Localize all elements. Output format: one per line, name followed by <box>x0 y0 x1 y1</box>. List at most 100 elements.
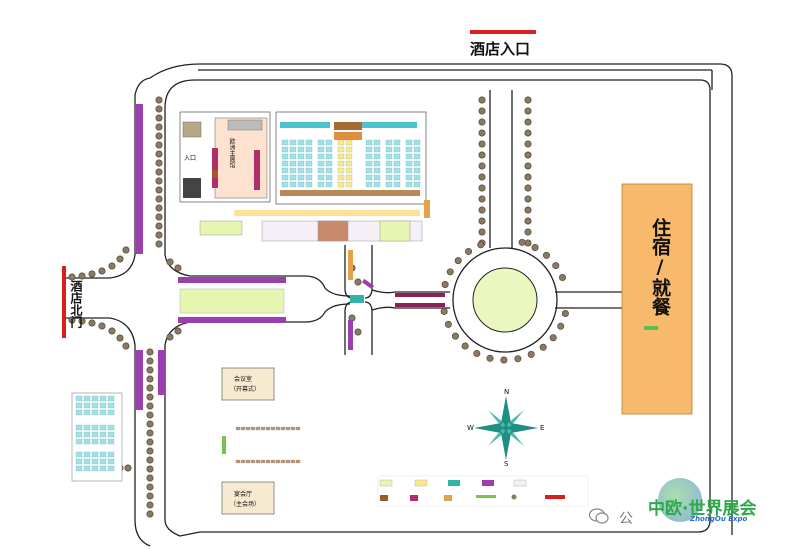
tree <box>146 357 154 365</box>
stall <box>260 426 266 431</box>
central-lawn <box>179 288 285 314</box>
exhibition-booth <box>305 146 313 153</box>
exhibition-booth <box>385 153 393 160</box>
tree <box>524 140 532 148</box>
exhibition-booth <box>317 167 325 174</box>
exhibition-booth <box>393 146 401 153</box>
entrance-small-label: 入口 <box>184 155 197 162</box>
tree <box>440 307 448 315</box>
tree <box>354 328 362 336</box>
exhibition-booth <box>325 153 333 160</box>
side-booth <box>107 451 115 458</box>
exhibition-booth <box>365 153 373 160</box>
exhibition-booth <box>305 181 313 188</box>
side-booth <box>75 438 83 445</box>
tree <box>124 464 132 472</box>
exhibition-booth <box>385 139 393 146</box>
tree <box>454 257 462 265</box>
hall-building-1 <box>221 367 275 401</box>
tree <box>155 222 163 230</box>
compass-south: S <box>504 460 509 468</box>
exhibition-booth <box>405 146 413 153</box>
exhibition-booth <box>325 160 333 167</box>
tree <box>478 173 486 181</box>
tree <box>155 195 163 203</box>
side-booth <box>83 395 91 402</box>
tree <box>524 173 532 181</box>
exhibition-booth <box>373 153 381 160</box>
exhibition-booth <box>337 174 345 181</box>
stall <box>285 459 291 464</box>
tree <box>441 280 449 288</box>
side-booth <box>75 465 83 472</box>
side-booth <box>99 451 107 458</box>
exhibition-booth <box>373 139 381 146</box>
exhibition-booth <box>289 153 297 160</box>
stall <box>235 459 241 464</box>
tree <box>524 195 532 203</box>
exhibition-booth <box>325 167 333 174</box>
exhibition-booth <box>365 146 373 153</box>
side-booth <box>99 409 107 416</box>
exhibition-booth <box>305 160 313 167</box>
exhibition-booth <box>365 174 373 181</box>
tree <box>557 322 565 330</box>
side-booth <box>83 465 91 472</box>
side-booth <box>107 431 115 438</box>
compass-rose <box>474 396 538 460</box>
side-booth <box>107 395 115 402</box>
stall <box>265 459 271 464</box>
exhibition-booth <box>365 181 373 188</box>
stall <box>265 426 271 431</box>
tree <box>478 162 486 170</box>
side-booth <box>107 458 115 465</box>
exhibition-booth <box>393 167 401 174</box>
tree <box>478 96 486 104</box>
hotel-entrance-bar <box>470 30 536 34</box>
exhibition-booth <box>385 174 393 181</box>
exhibition-booth <box>297 153 305 160</box>
side-booth <box>107 424 115 431</box>
exhibition-booth <box>289 174 297 181</box>
stall <box>255 426 261 431</box>
tree <box>478 151 486 159</box>
tree <box>155 213 163 221</box>
exhibition-booth <box>305 174 313 181</box>
tree <box>444 320 452 328</box>
side-booth <box>75 402 83 409</box>
tree <box>146 384 154 392</box>
stall <box>240 459 246 464</box>
tree <box>146 366 154 374</box>
tree <box>174 264 182 272</box>
exhibition-booth <box>405 181 413 188</box>
exhibition-booth <box>413 181 421 188</box>
exhibition-booth <box>405 139 413 146</box>
lower-service-strip <box>199 200 430 350</box>
tree <box>461 342 469 350</box>
tree <box>146 393 154 401</box>
stall <box>295 426 301 431</box>
side-booth <box>91 424 99 431</box>
side-booth <box>75 424 83 431</box>
exhibition-booth <box>413 153 421 160</box>
tree <box>108 327 116 335</box>
tree <box>108 262 116 270</box>
side-booth <box>107 465 115 472</box>
side-booth <box>91 395 99 402</box>
exhibition-booth <box>413 167 421 174</box>
exhibition-booth <box>413 174 421 181</box>
tree <box>146 447 154 455</box>
tree <box>524 162 532 170</box>
tree <box>68 273 76 281</box>
exhibition-booth <box>405 167 413 174</box>
tree <box>155 159 163 167</box>
side-booth <box>75 458 83 465</box>
tree <box>524 151 532 159</box>
tree <box>174 327 182 335</box>
compass-west: W <box>467 424 474 432</box>
globe-logo-icon <box>658 478 702 522</box>
exhibition-booth <box>325 181 333 188</box>
exhibition-booth <box>385 160 393 167</box>
tree <box>88 270 96 278</box>
exhibition-booth <box>337 181 345 188</box>
